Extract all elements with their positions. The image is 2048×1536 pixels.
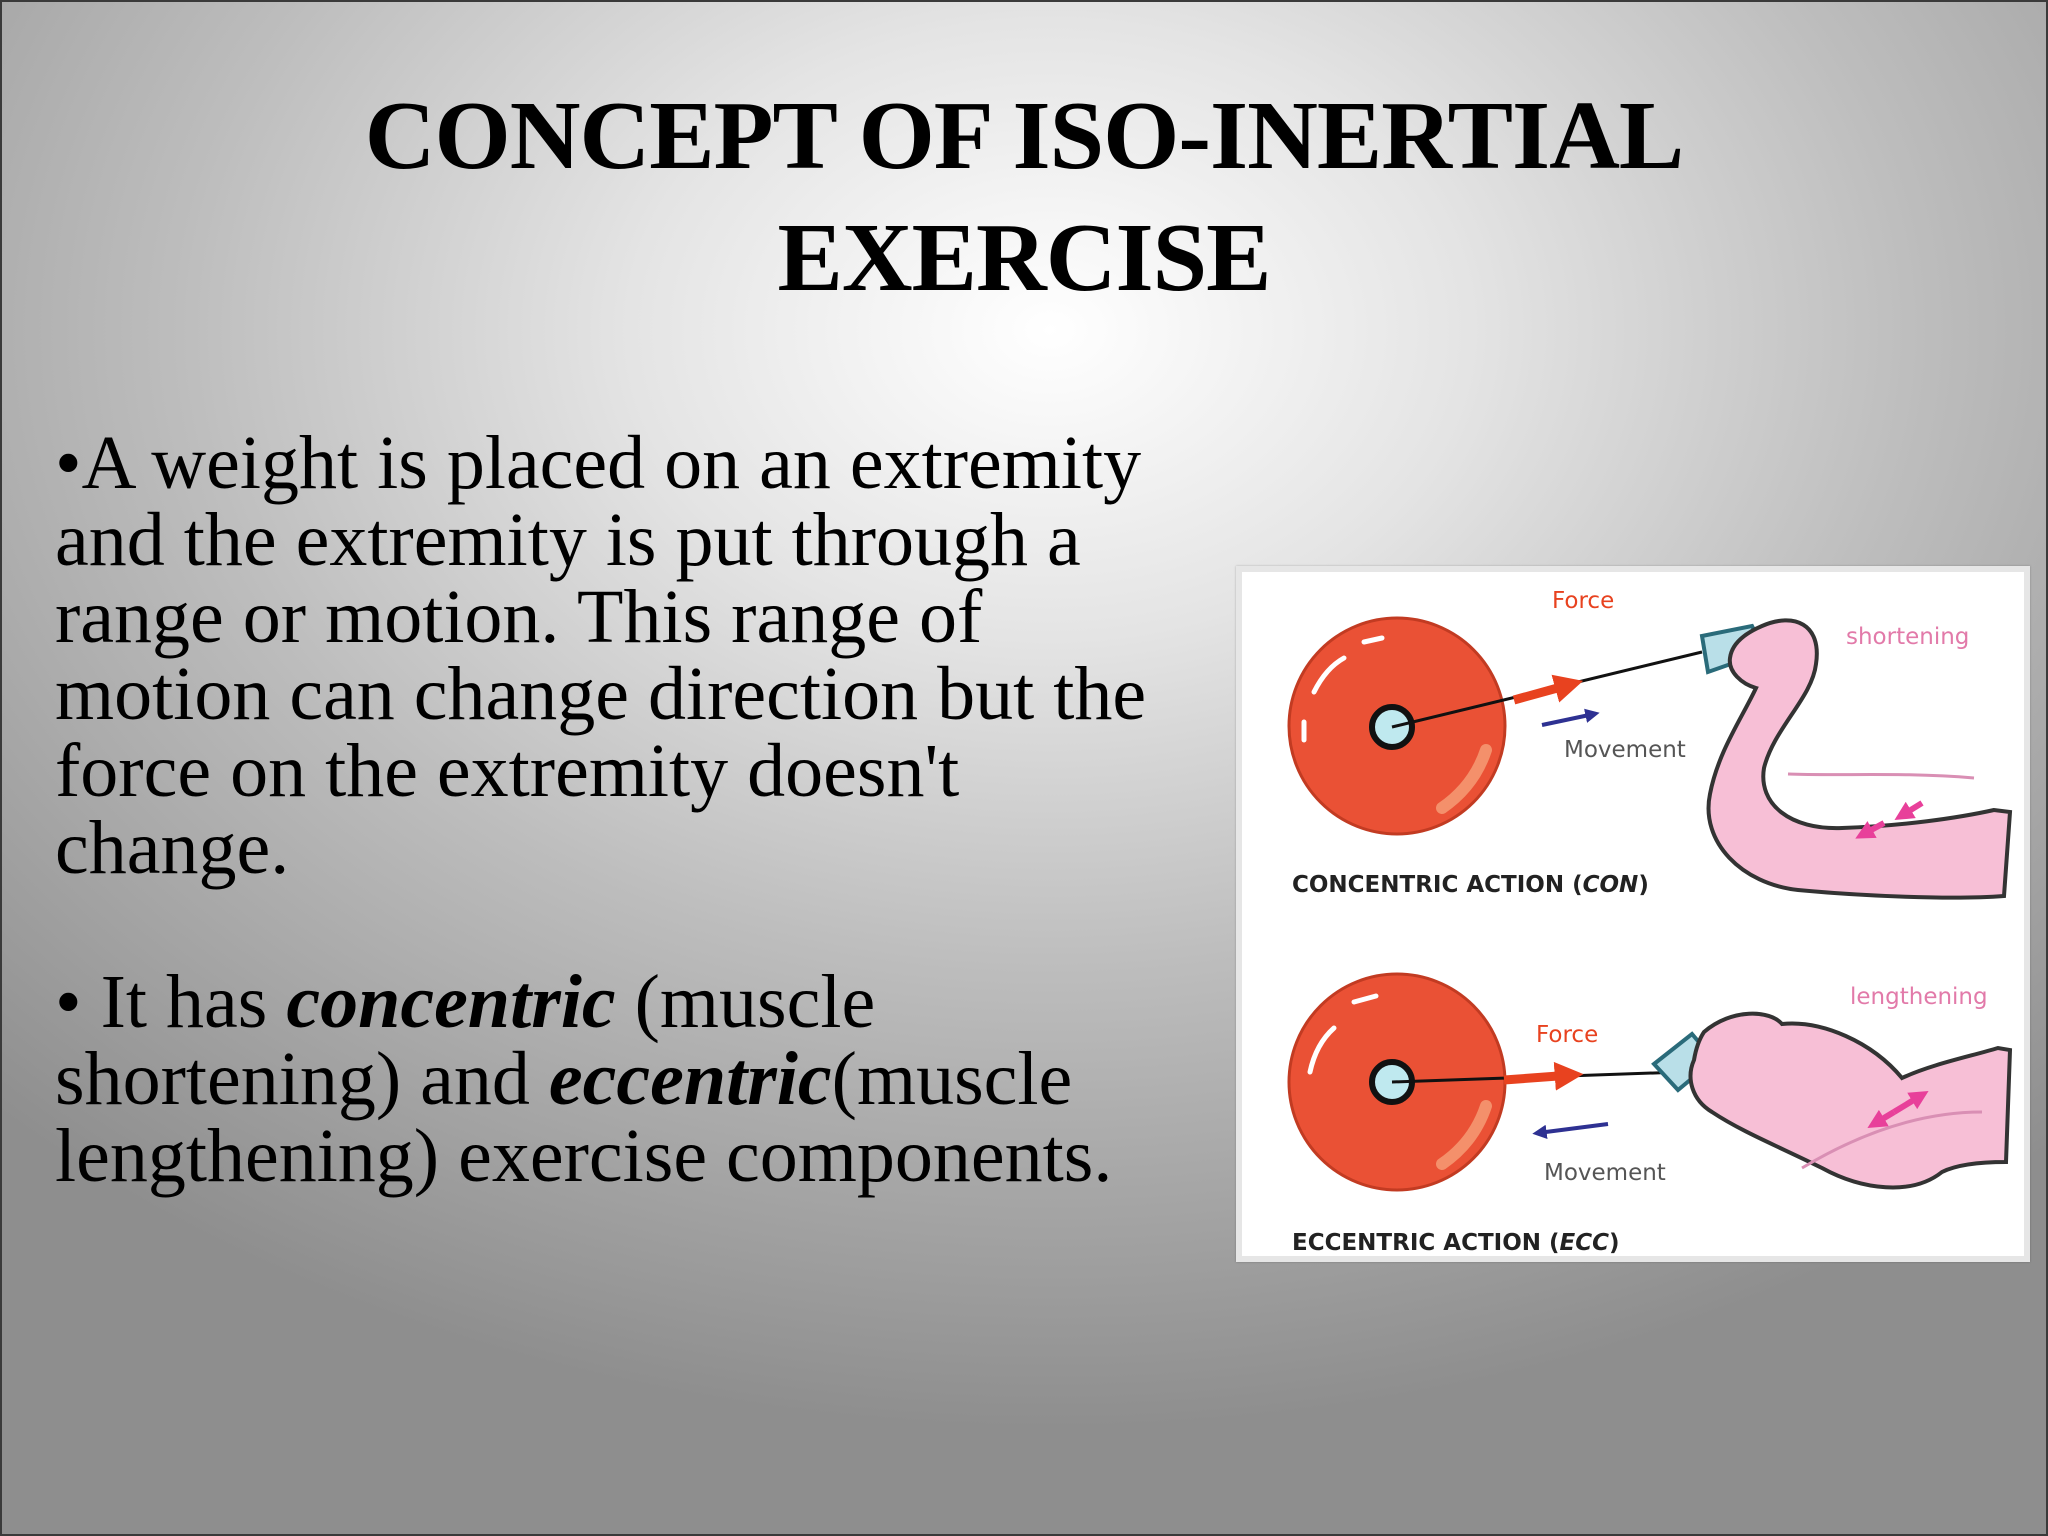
term-concentric: concentric [286,960,616,1044]
bullet2-text-1: • It has [55,960,287,1044]
concentric-panel: Force Movement shortening CONCENTRIC ACT… [1287,588,2013,900]
muscle-arrow-eccentric-a [1867,1109,1896,1128]
lengthening-label: lengthening [1850,984,1988,1010]
arm-eccentric [1651,1011,2013,1190]
bullet-weight-placed: •A weight is placed on an extremity and … [55,421,1147,890]
term-eccentric: eccentric [548,1037,832,1121]
title-line-2: EXERCISE [777,204,1271,312]
muscle-arrow-eccentric-b [1892,1091,1929,1115]
movement-label-eccentric: Movement [1544,1160,1666,1186]
bullet-components: • It has concentric (muscle shortening) … [55,964,1205,1195]
force-label-concentric: Force [1552,588,1614,614]
force-arrow-eccentric [1503,1061,1584,1091]
bullet2-text-3: (muscle lengthening) exercise components… [55,1037,1113,1198]
slide-body: •A weight is placed on an extremity and … [55,425,1205,1195]
caption-concentric: CONCENTRIC ACTION (CON) [1292,872,1649,898]
slide-title: CONCEPT OF ISO-INERTIAL EXERCISE [0,75,2048,319]
arm-concentric [1699,618,2013,900]
bullet2-text-2: (muscle shortening) and [55,960,876,1121]
shortening-label: shortening [1846,624,1969,650]
force-label-eccentric: Force [1536,1022,1598,1048]
muscle-arrow-concentric-b [1894,800,1924,821]
movement-arrow-eccentric [1532,1122,1609,1140]
muscle-arrow-concentric-a [1855,820,1886,839]
muscle-action-illustration: Force Movement shortening CONCENTRIC ACT… [1287,588,2013,1256]
force-arrow-concentric [1512,674,1584,705]
eccentric-panel: Force Movement lengthening ECCENTRIC ACT… [1287,972,2013,1256]
movement-arrow-concentric [1541,708,1600,727]
title-line-1: CONCEPT OF ISO-INERTIAL [364,82,1685,190]
muscle-action-figure: Force Movement shortening CONCENTRIC ACT… [1236,566,2030,1262]
caption-eccentric: ECCENTRIC ACTION (ECC) [1292,1230,1620,1256]
movement-label-concentric: Movement [1564,737,1686,763]
